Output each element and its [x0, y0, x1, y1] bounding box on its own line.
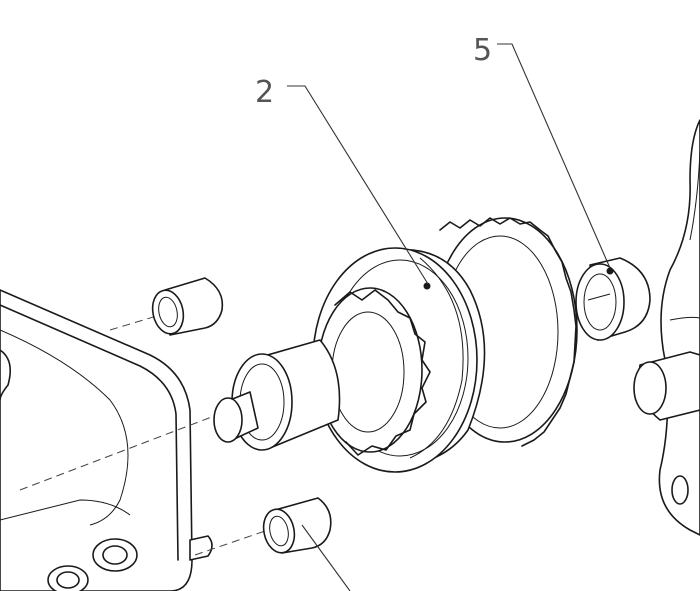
bushing [575, 257, 651, 341]
housing-plate [0, 289, 213, 591]
dowel-pin-upper [151, 277, 224, 336]
dowel-pin-lower [262, 497, 332, 554]
axis-line-middle [19, 409, 231, 491]
callout-5-label: 5 [473, 33, 492, 68]
callout-2-leader [287, 85, 429, 285]
axis-line-upper [109, 314, 161, 331]
starter-gear-assembly [213, 217, 578, 473]
marker-dot [423, 282, 431, 290]
right-housing [633, 119, 700, 536]
callout-lower-leader [301, 524, 351, 591]
callout-2-label: 2 [255, 75, 274, 110]
shaft [213, 339, 341, 451]
bushing-marker-dot [606, 267, 614, 275]
callout-5-leader [497, 43, 611, 269]
